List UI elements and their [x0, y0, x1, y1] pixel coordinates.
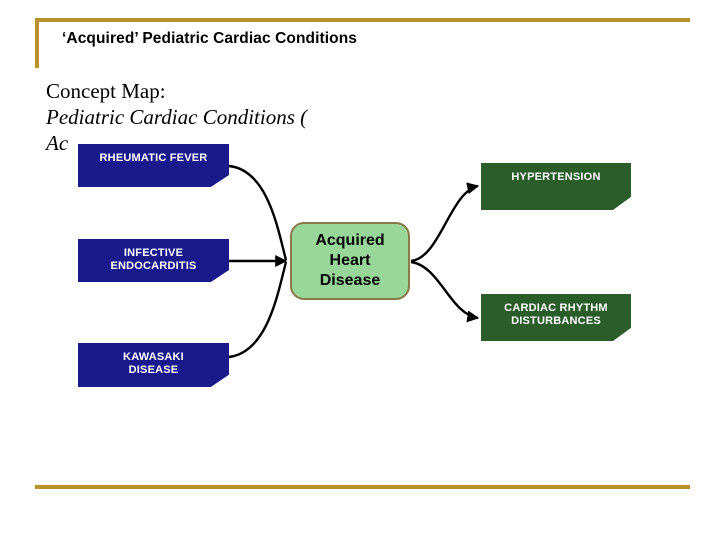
node-acquired-heart-disease-line1: Acquired — [315, 232, 385, 249]
slide-title: ‘Acquired’ Pediatric Cardiac Conditions — [62, 30, 358, 47]
node-infective-endocarditis[interactable]: INFECTIVE ENDOCARDITIS — [78, 239, 229, 282]
node-cardiac-rhythm-disturbances-line2: DISTURBANCES — [511, 315, 601, 327]
node-kawasaki-disease-line1: KAWASAKI — [123, 351, 184, 363]
node-infective-endocarditis-line2: ENDOCARDITIS — [110, 260, 197, 272]
node-kawasaki-disease-line2: DISEASE — [128, 364, 179, 376]
node-kawasaki-disease[interactable]: KAWASAKI DISEASE — [78, 343, 229, 387]
connector-rheumatic-to-center — [228, 164, 288, 261]
node-acquired-heart-disease[interactable]: Acquired Heart Disease — [290, 222, 410, 300]
footer-rule — [35, 485, 690, 489]
node-rheumatic-fever[interactable]: RHEUMATIC FEVER — [78, 144, 229, 187]
node-acquired-heart-disease-line3: Disease — [319, 272, 381, 289]
node-hypertension[interactable]: HYPERTENSION — [481, 163, 631, 210]
connector-center-to-rhythm — [410, 260, 480, 323]
slide-body-text: Concept Map: Pediatric Cardiac Condition… — [46, 78, 466, 156]
node-acquired-heart-disease-line2: Heart — [329, 252, 371, 269]
body-line-2: Pediatric Cardiac Conditions ( — [46, 105, 308, 129]
title-rule-top — [35, 18, 690, 22]
node-cardiac-rhythm-disturbances[interactable]: CARDIAC RHYTHM DISTURBANCES — [481, 294, 631, 341]
node-rheumatic-fever-line1: RHEUMATIC FEVER — [99, 152, 208, 164]
body-line-1: Concept Map: — [46, 79, 166, 103]
connector-center-to-hypertension — [410, 182, 480, 263]
node-cardiac-rhythm-disturbances-line1: CARDIAC RHYTHM — [504, 302, 608, 314]
body-line-3: Ac — [46, 131, 69, 155]
node-hypertension-line1: HYPERTENSION — [511, 171, 601, 183]
node-infective-endocarditis-line1: INFECTIVE — [123, 247, 184, 259]
title-rule-left — [35, 18, 39, 68]
connector-kawasaki-to-center — [228, 261, 288, 359]
